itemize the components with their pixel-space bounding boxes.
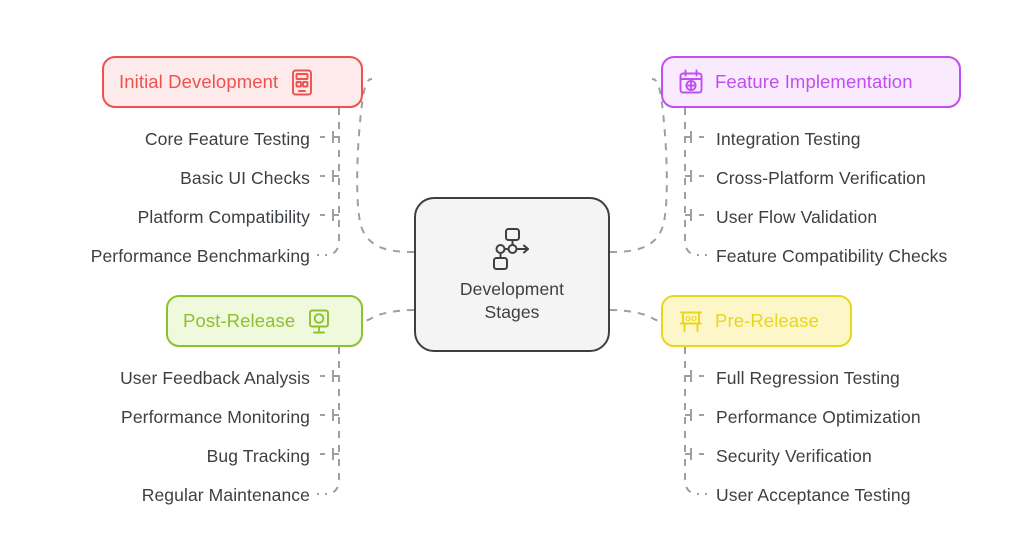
- leaf-item[interactable]: Full Regression Testing: [716, 368, 900, 388]
- branch-label-post-release: Post-Release: [183, 310, 296, 331]
- workflow-icon: [493, 228, 529, 271]
- leaf-item[interactable]: Core Feature Testing: [144, 129, 310, 149]
- calculator-device-icon: [292, 69, 313, 95]
- leaf-item[interactable]: Performance Optimization: [716, 407, 921, 427]
- leaf-list-feature-implementation: Integration Testing Cross-Platform Verif…: [716, 120, 947, 276]
- leaf-list-post-release: User Feedback Analysis Performance Monit…: [120, 359, 310, 515]
- connector-center-to-initial: [356, 78, 415, 253]
- center-node-title: Development Stages: [459, 279, 565, 322]
- branch-node-pre-release[interactable]: GO Pre-Release: [661, 295, 852, 347]
- leaf-item[interactable]: User Flow Validation: [716, 207, 878, 227]
- go-sign-icon: GO: [680, 311, 702, 332]
- leaf-item[interactable]: Cross-Platform Verification: [716, 168, 926, 188]
- monitor-display-icon: [309, 309, 330, 333]
- leaf-item[interactable]: Feature Compatibility Checks: [716, 246, 948, 266]
- trunk-initial: [329, 108, 340, 256]
- trunk-pre: [684, 347, 695, 495]
- leaf-list-initial-development: Core Feature Testing Basic UI Checks Pla…: [91, 120, 310, 276]
- leaf-item[interactable]: Integration Testing: [716, 129, 861, 149]
- leaf-item[interactable]: Performance Monitoring: [121, 407, 310, 427]
- leaf-item[interactable]: Bug Tracking: [206, 446, 310, 466]
- leaf-item[interactable]: Regular Maintenance: [141, 485, 310, 505]
- branch-node-feature-implementation[interactable]: Feature Implementation: [661, 56, 961, 108]
- leaf-item[interactable]: User Feedback Analysis: [120, 368, 310, 388]
- connector-center-to-feature: [609, 78, 668, 253]
- svg-text:GO: GO: [685, 314, 697, 323]
- branch-label-feature-implementation: Feature Implementation: [715, 71, 913, 92]
- leaf-item[interactable]: Performance Benchmarking: [90, 246, 310, 266]
- leaf-item[interactable]: User Acceptance Testing: [716, 485, 911, 505]
- branch-label-initial-development: Initial Development: [119, 71, 279, 92]
- branch-label-pre-release: Pre-Release: [715, 310, 819, 331]
- connector-center-to-pre: [609, 309, 662, 322]
- leaf-item[interactable]: Platform Compatibility: [137, 207, 310, 227]
- branch-node-initial-development[interactable]: Initial Development: [102, 56, 363, 108]
- trunk-feature: [684, 108, 695, 256]
- leaf-list-pre-release: Full Regression Testing Performance Opti…: [716, 359, 921, 515]
- center-node-development-stages[interactable]: Development Stages: [414, 197, 610, 352]
- branch-node-post-release[interactable]: Post-Release: [166, 295, 363, 347]
- calendar-plus-icon: [679, 69, 703, 93]
- trunk-post: [329, 347, 340, 495]
- leaf-item[interactable]: Basic UI Checks: [180, 168, 310, 188]
- leaf-item[interactable]: Security Verification: [716, 446, 872, 466]
- connector-center-to-post: [362, 309, 415, 322]
